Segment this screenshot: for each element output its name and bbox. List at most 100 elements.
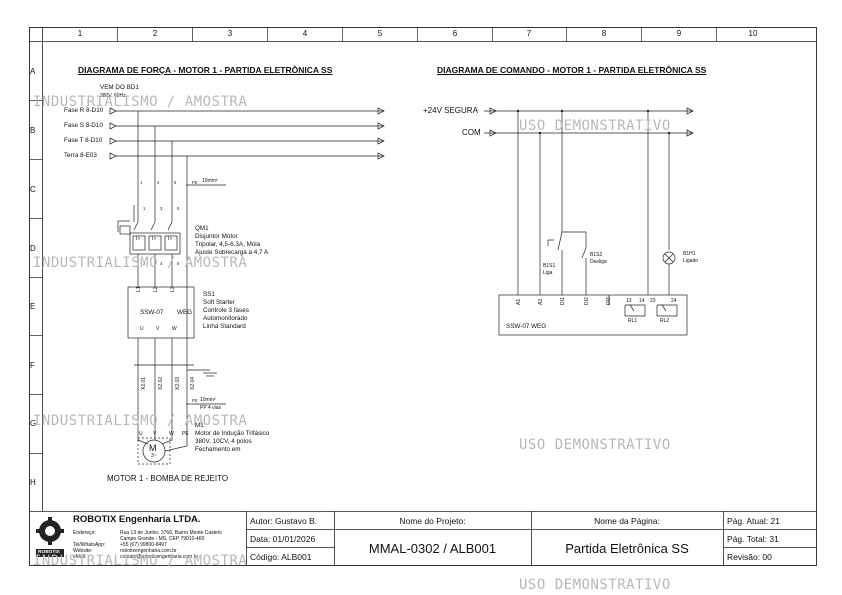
qm1-desc: Ajuste Sobrecarga a 4,7 A (195, 249, 269, 256)
watermark: INDUSTRIALISMO / AMOSTRA (33, 553, 248, 569)
ss1-tag: SS1 (203, 291, 215, 298)
power-diagram-title: DIAGRAMA DE FORÇA - MOTOR 1 - PARTIDA EL… (78, 65, 333, 75)
motor-phase-icon: 3~ (151, 453, 157, 459)
svg-text:5: 5 (177, 206, 180, 211)
column-number: 9 (676, 29, 682, 38)
column-number: 1 (77, 29, 83, 38)
ss1-output: W (172, 326, 177, 332)
svg-text:4: 4 (160, 261, 163, 266)
logo-text: ROBOTIX (38, 550, 60, 555)
column-number: 5 (377, 29, 383, 38)
address-label: Endereço: (73, 530, 96, 536)
author-field: Autor: Gustavo B. (250, 516, 318, 526)
b1s1-tag: B1S1 (543, 263, 556, 269)
watermark: INDUSTRIALISMO / AMOSTRA (33, 413, 248, 429)
phase-label: Terra 8-E03 (64, 152, 97, 159)
page-label: Nome da Página: (594, 516, 660, 526)
column-number: 6 (452, 29, 458, 38)
command-diagram-title: DIAGRAMA DE COMANDO - MOTOR 1 - PARTIDA … (437, 65, 707, 75)
motor-symbol-icon: M (149, 443, 157, 453)
m1-desc: Motor de Indução Trifásico (195, 430, 270, 437)
code-field: Código: ALB001 (250, 552, 312, 562)
ss1-output: U (140, 326, 144, 332)
m1-desc: 380V, 10CV, 4 polos (195, 438, 252, 445)
row-letter: C (30, 185, 36, 194)
row-letter: E (30, 302, 36, 311)
row-letter: F (30, 361, 35, 370)
svg-text:2: 2 (143, 261, 146, 266)
cable-spec-2: 10mm² (200, 397, 216, 403)
watermark: USO DEMONSTRATIVO (519, 577, 671, 593)
row-letter: G (30, 419, 37, 428)
phase-label: Fase T 8-D10 (64, 137, 103, 144)
web-value: robotixengenharia.com.br (120, 548, 177, 554)
address-line: Rua 13 de Junho, 3766, Bairro Monte Cast… (120, 530, 222, 536)
date-field: Data: 01/01/2026 (250, 534, 316, 544)
column-number: 3 (227, 29, 233, 38)
ss1-desc: Automonitorado (203, 315, 248, 322)
svg-text:5: 5 (174, 180, 177, 185)
b1s1-desc: Liga (543, 270, 553, 276)
page-name: Partida Eletrônica SS (565, 541, 689, 556)
command-terminal: 23 (650, 298, 656, 304)
page-total: Pág. Total: 31 (727, 534, 779, 544)
power-source-line2: 380V, 60Hz (100, 93, 126, 99)
page-current: Pág. Atual: 21 (727, 516, 780, 526)
web-label: Website: (73, 548, 93, 554)
svg-text:3: 3 (160, 206, 163, 211)
row-letter: B (30, 126, 36, 135)
row-letter: A (30, 67, 36, 76)
svg-text:PE: PE (192, 180, 198, 185)
motor-caption: MOTOR 1 - BOMBA DE REJEITO (107, 474, 229, 483)
motor-terminal: PE (182, 431, 189, 437)
phase-label: Fase R 8-D10 (64, 107, 104, 114)
svg-text:PE: PE (192, 398, 198, 403)
ss1-desc: Linha Standard (203, 323, 246, 330)
company-logo: ROBOTIX (35, 515, 65, 561)
motor-terminal: W (169, 431, 174, 437)
column-number: 10 (748, 29, 758, 38)
column-number: 7 (526, 29, 532, 38)
row-letter: H (30, 478, 36, 487)
command-terminal: DI2 (584, 297, 590, 305)
b1s2-desc: Desliga (590, 259, 607, 265)
svg-text:I>: I> (136, 236, 140, 242)
qm1-desc: Tripolar, 4,5-6,3A, Mola (195, 241, 261, 248)
relay-label: RL1 (628, 318, 638, 324)
ss1-model: SSW-07 (140, 309, 164, 316)
svg-text:1: 1 (143, 206, 146, 211)
ss1-desc: Soft Starter (203, 299, 235, 306)
qm1-tag: QM1 (195, 225, 209, 232)
command-terminal: 24 (671, 298, 677, 304)
watermark: USO DEMONSTRATIVO (519, 118, 671, 134)
row-letter: D (30, 244, 36, 253)
command-model: SSW-07 WEG (506, 323, 547, 330)
column-number: 8 (601, 29, 607, 38)
command-terminal: DI3 (606, 297, 612, 305)
svg-text:6: 6 (177, 261, 180, 266)
watermark: INDUSTRIALISMO / AMOSTRA (33, 94, 248, 110)
command-terminal: A1 (516, 298, 522, 305)
power-source-line1: VEM DO BD1 (100, 84, 139, 91)
rail-24v-label: +24V SEGURA (423, 106, 478, 115)
cable-spec-2-sub: PP 4 vias (200, 405, 222, 411)
ss1-output: V (156, 326, 160, 332)
svg-text:3: 3 (157, 180, 160, 185)
phone-label: Tel/WhatsApp: (73, 542, 106, 548)
svg-text:I>: I> (168, 236, 172, 242)
relay-label: RL2 (660, 318, 670, 324)
b1h1-tag: B1H1 (683, 251, 696, 257)
command-terminal: A2 (538, 298, 544, 305)
rail-com-label: COM (462, 128, 481, 137)
project-name: MMAL-0302 / ALB001 (368, 541, 497, 556)
b1s2-tag: B1S2 (590, 252, 603, 258)
project-label: Nome do Projeto: (399, 516, 466, 526)
cable-spec-1: 10mm² (202, 178, 218, 184)
watermark: USO DEMONSTRATIVO (519, 437, 671, 453)
command-terminal: 13 (626, 298, 632, 304)
command-terminal: DI1 (560, 297, 566, 305)
address-line: Campo Grande - MS, CEP 79010-460 (120, 536, 205, 542)
